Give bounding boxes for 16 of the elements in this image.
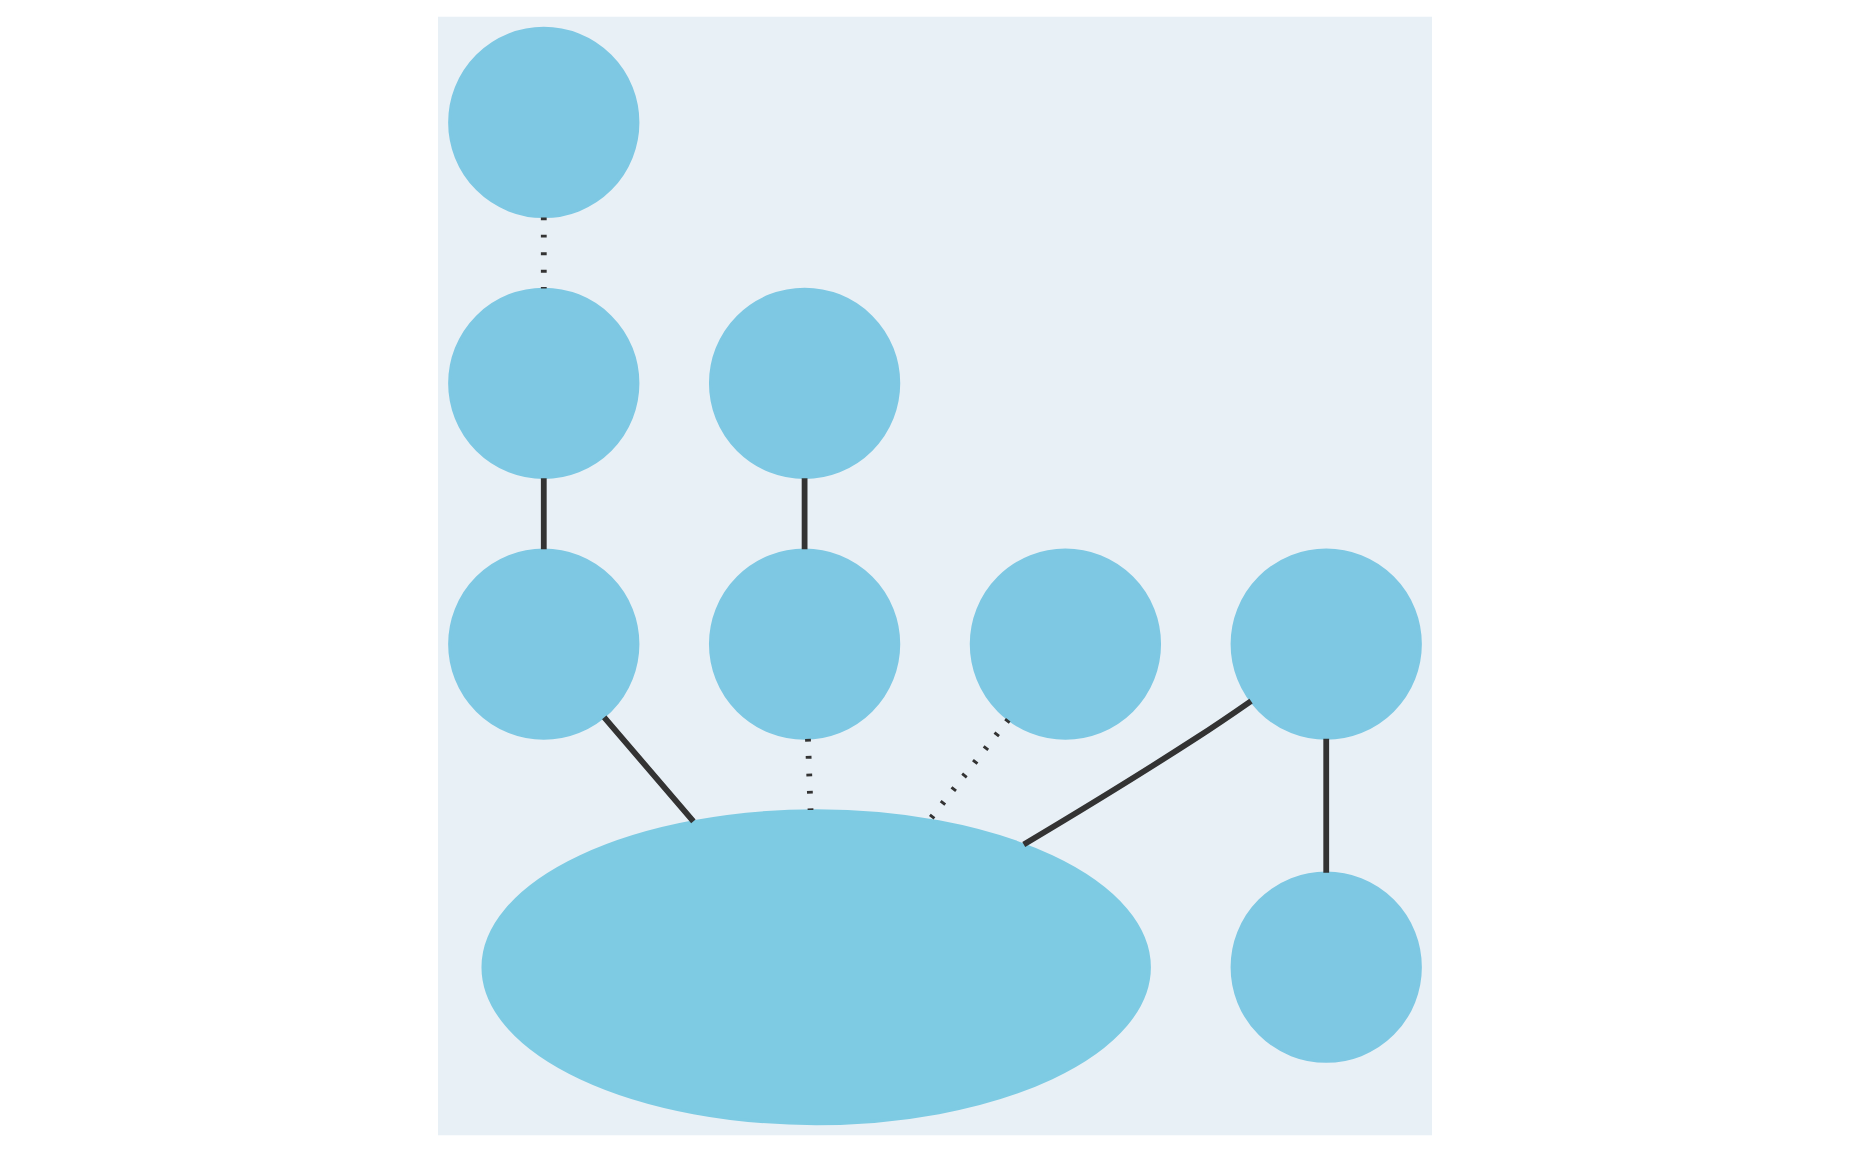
node-circle: [707, 548, 900, 740]
connector: [804, 738, 813, 811]
connector: [800, 478, 807, 550]
node-circle: [447, 287, 639, 479]
connector: [539, 478, 546, 550]
node-circle: [447, 26, 639, 219]
connector: [1021, 698, 1252, 847]
node-circle: [1229, 548, 1421, 740]
node-circle: [968, 548, 1161, 740]
node-circle: [447, 548, 639, 740]
connector: [601, 715, 695, 824]
connector: [1322, 738, 1329, 873]
connector: [926, 718, 1010, 822]
node-circle: [1229, 871, 1421, 1063]
node-cloud: [480, 809, 1150, 1126]
node-circle: [707, 287, 900, 479]
